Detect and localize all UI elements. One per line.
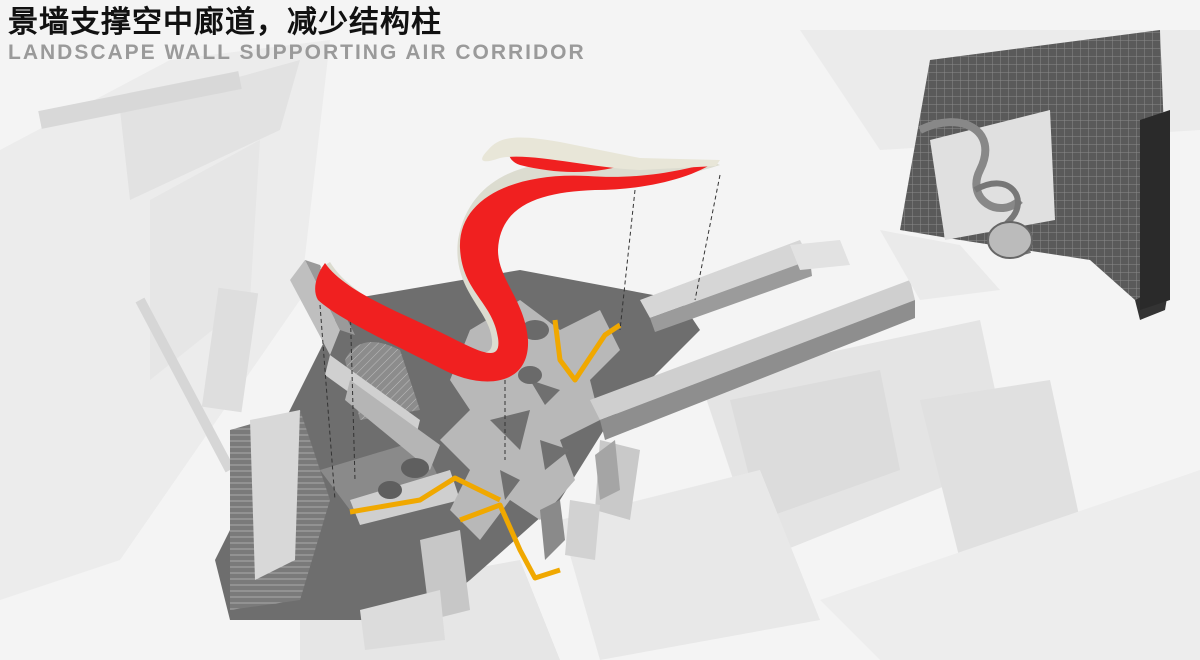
rocks: [378, 320, 549, 499]
title-en: LANDSCAPE WALL SUPPORTING AIR CORRIDOR: [8, 41, 586, 64]
yellow-landscape-walls: [349, 319, 622, 581]
landscape-walls: [250, 260, 640, 650]
air-corridor: [315, 137, 720, 382]
title-zh: 景墙支撑空中廊道，减少结构柱: [8, 5, 442, 40]
air-corridor-bridge: [590, 240, 915, 440]
support-lines: [319, 174, 721, 501]
heading: 景墙支撑空中廊道，减少结构柱 LANDSCAPE WALL SUPPORTING…: [8, 4, 586, 66]
grid-building: [880, 30, 1170, 320]
